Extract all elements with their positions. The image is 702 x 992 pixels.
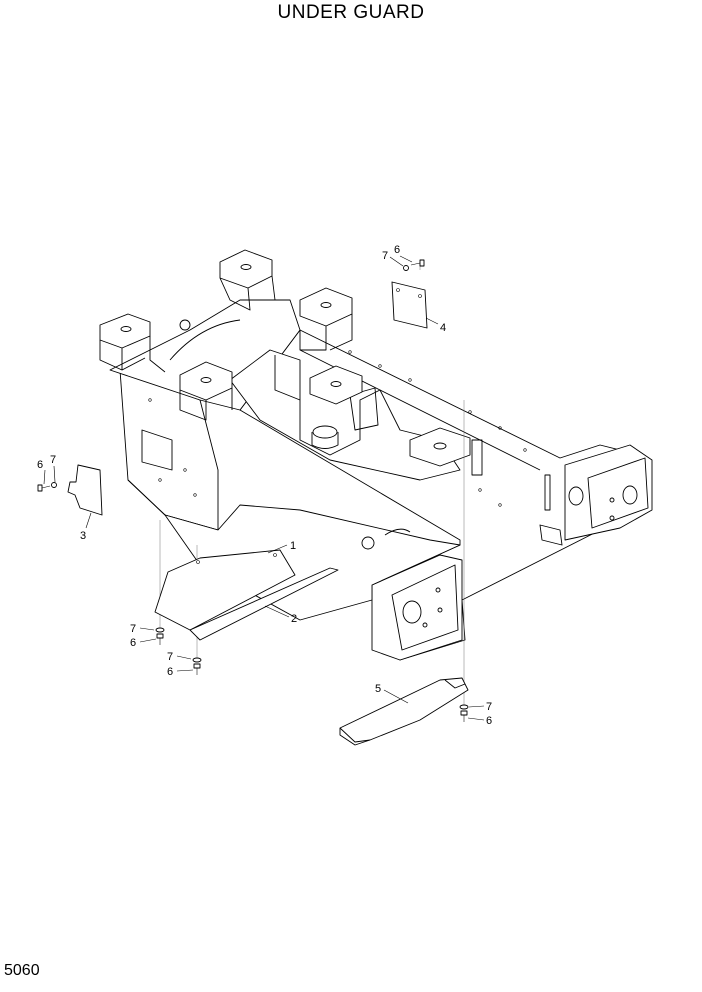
callout-6-a: 6	[130, 637, 136, 649]
callout-2: 2	[291, 613, 297, 625]
callouts: 1 2 3 4 5 7 6 6 7 7 6 7 6 7 6	[37, 244, 492, 727]
bolt-top	[403, 259, 425, 271]
callout-7-left: 7	[50, 454, 56, 466]
callout-7-a: 7	[130, 623, 136, 635]
mount-pad-5	[309, 365, 363, 405]
page-number: 5060	[4, 962, 40, 979]
fasteners	[37, 259, 469, 722]
mount-pad-1	[99, 313, 166, 373]
bolt-b	[192, 657, 202, 675]
part-2-strip-plate	[189, 567, 339, 641]
callout-6-b: 6	[167, 666, 173, 678]
callout-4: 4	[440, 322, 446, 334]
mount-pad-2	[219, 249, 276, 311]
mount-pad-3	[299, 287, 353, 351]
callout-6-c: 6	[486, 715, 492, 727]
main-frame	[99, 249, 653, 661]
callout-7-b: 7	[167, 651, 173, 663]
bolt-a	[155, 627, 165, 645]
callout-3: 3	[80, 530, 86, 542]
callout-1: 1	[290, 540, 296, 552]
callout-5: 5	[375, 683, 381, 695]
callout-7-c: 7	[486, 701, 492, 713]
part-5-plate	[339, 677, 469, 746]
part-4-cover	[391, 281, 428, 329]
callout-7-top: 7	[382, 250, 388, 262]
leader-lines	[43, 255, 485, 721]
part-3-cover	[67, 464, 103, 516]
bolt-c	[459, 704, 469, 722]
page-title: UNDER GUARD	[277, 2, 425, 23]
mount-pad-4	[179, 361, 233, 421]
callout-6-top: 6	[394, 244, 400, 256]
mount-pad-6	[409, 427, 471, 467]
bolt-left	[37, 482, 57, 492]
callout-6-left: 6	[37, 459, 43, 471]
